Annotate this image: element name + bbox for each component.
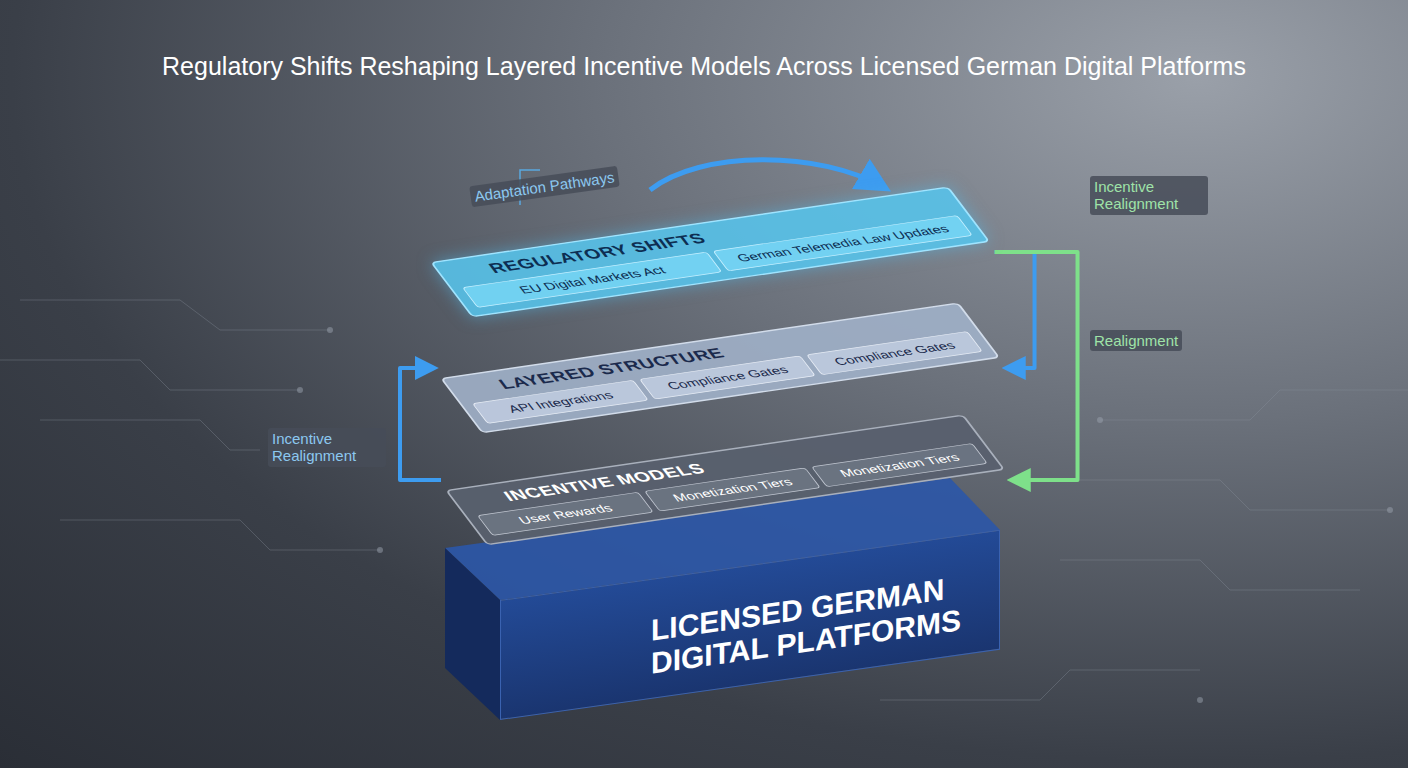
- diagram-title: Regulatory Shifts Reshaping Layered Ince…: [40, 52, 1368, 81]
- callout-label: Incentive Realignment: [1090, 176, 1208, 215]
- node-text: API Integrations: [505, 389, 616, 415]
- node-text: LICENSED GERMAN DIGITAL PLATFORMS: [651, 568, 975, 680]
- flow-arrow: [995, 252, 1035, 368]
- node-text: German Telemedia Law Updates: [734, 222, 952, 264]
- layer-cell: User Rewards: [477, 492, 654, 536]
- structure-layer: LAYERED STRUCTUREAPI IntegrationsComplia…: [440, 302, 1001, 433]
- node-text: Compliance Gates: [664, 363, 791, 391]
- incentive-layer: INCENTIVE MODELSUser RewardsMonetization…: [445, 414, 1006, 545]
- layer-cell: German Telemedia Law Updates: [713, 215, 973, 271]
- flow-arrow: [400, 368, 441, 480]
- callout-label: Incentive Realignment: [268, 428, 386, 467]
- platform-base: LICENSED GERMAN DIGITAL PLATFORMS: [500, 530, 1000, 720]
- layer-cell: API Integrations: [472, 380, 649, 424]
- node-text: Compliance Gates: [831, 339, 958, 367]
- layer-cell: Compliance Gates: [806, 331, 983, 375]
- node-text: Monetization Tiers: [837, 451, 962, 479]
- layer-cell: Monetization Tiers: [811, 443, 988, 487]
- node-text: Monetization Tiers: [670, 475, 795, 503]
- flow-arrow: [995, 252, 1078, 480]
- regulatory-layer: REGULATORY SHIFTSEU Digital Markets ActG…: [430, 186, 991, 317]
- node-text: User Rewards: [516, 502, 616, 527]
- callout-label: Realignment: [1090, 330, 1182, 351]
- callout-label: Adaptation Pathways: [469, 166, 619, 208]
